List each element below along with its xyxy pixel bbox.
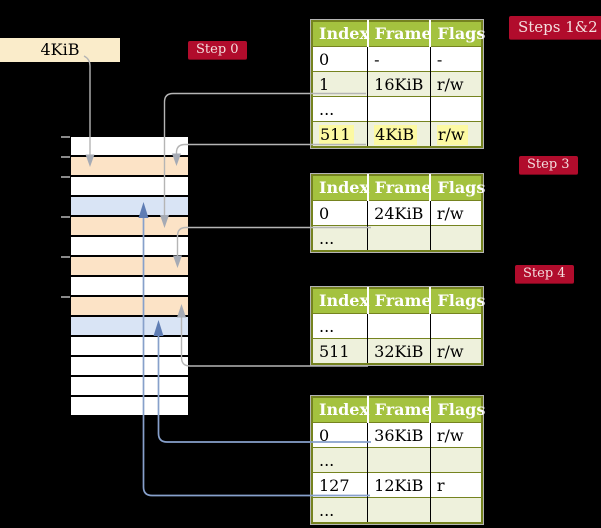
table-row: ... — [312, 313, 482, 339]
memory-tick — [61, 216, 70, 218]
cell-frame: 32KiB — [367, 338, 431, 364]
cell-flags — [430, 497, 482, 523]
memory-tick — [61, 156, 70, 158]
badge-steps-1-2: Steps 1&2 — [509, 16, 601, 40]
memory-tick — [61, 296, 70, 298]
col-header-flags: Flags — [430, 397, 485, 423]
col-header-index: Index — [312, 288, 369, 314]
col-header-flags: Flags — [430, 21, 485, 47]
col-header-frame: Frame — [367, 21, 432, 47]
memory-row — [71, 255, 188, 275]
table-row: 0 24KiB r/w — [312, 200, 482, 226]
table-row-highlighted: 511 4KiB r/w — [312, 121, 482, 147]
memory-row — [71, 215, 188, 235]
cell-flags: r — [430, 472, 482, 498]
memory-row — [71, 315, 188, 335]
table-header-row: Index Frame Flags — [312, 175, 485, 201]
table-row: 511 32KiB r/w — [312, 338, 482, 364]
cell-flags — [430, 447, 482, 473]
cell-frame — [367, 96, 431, 122]
cell-index: 0 — [312, 46, 369, 72]
col-header-frame: Frame — [367, 397, 432, 423]
col-header-flags: Flags — [430, 288, 485, 314]
cell-index: ... — [312, 447, 369, 473]
cell-flags: r/w — [430, 121, 482, 147]
col-header-frame: Frame — [367, 288, 432, 314]
memory-row — [71, 235, 188, 255]
table-header-row: Index Frame Flags — [312, 288, 485, 314]
cell-frame — [367, 447, 431, 473]
highlighted-value: 511 — [319, 124, 354, 145]
cell-index: ... — [312, 225, 369, 251]
cell-frame: 24KiB — [367, 200, 431, 226]
cell-flags — [430, 313, 482, 339]
memory-tick — [61, 176, 70, 178]
badge-step-0: Step 0 — [188, 41, 247, 60]
table-row: 127 12KiB r — [312, 472, 482, 498]
cell-frame — [367, 225, 431, 251]
col-header-frame: Frame — [367, 175, 432, 201]
highlighted-value: r/w — [436, 124, 468, 145]
cell-index: ... — [312, 497, 369, 523]
cell-flags: r/w — [430, 422, 482, 448]
table-row: ... — [312, 497, 482, 523]
table-row: ... — [312, 447, 482, 473]
table-header-row: Index Frame Flags — [312, 21, 485, 47]
col-header-flags: Flags — [430, 175, 485, 201]
memory-row — [71, 375, 188, 395]
table-row: 1 16KiB r/w — [312, 71, 482, 97]
cell-index: 511 — [312, 121, 369, 147]
cell-flags — [430, 96, 482, 122]
memory-tick — [61, 256, 70, 258]
page-table-1: Index Frame Flags 0 - - 1 16KiB r/w ... … — [310, 19, 485, 149]
memory-row — [71, 395, 188, 415]
memory-row — [71, 355, 188, 375]
cell-frame — [367, 497, 431, 523]
cell-flags: r/w — [430, 338, 482, 364]
cell-frame — [367, 313, 431, 339]
cell-frame: 4KiB — [367, 121, 431, 147]
memory-row — [71, 175, 188, 195]
cell-frame: - — [367, 46, 431, 72]
table-row: 0 36KiB r/w — [312, 422, 482, 448]
page-table-4: Index Frame Flags 0 36KiB r/w ... 127 12… — [310, 395, 485, 525]
cell-frame: 36KiB — [367, 422, 431, 448]
table-row: ... — [312, 225, 482, 251]
cell-flags: r/w — [430, 200, 482, 226]
memory-row — [71, 155, 188, 175]
cell-index: ... — [312, 96, 369, 122]
table-row: ... — [312, 96, 482, 122]
cell-index: 127 — [312, 472, 369, 498]
col-header-index: Index — [312, 397, 369, 423]
cell-frame: 16KiB — [367, 71, 431, 97]
cell-index: 0 — [312, 200, 369, 226]
cell-index: 0 — [312, 422, 369, 448]
memory-row — [71, 295, 188, 315]
cell-index: ... — [312, 313, 369, 339]
memory-row — [71, 275, 188, 295]
frame-address-box: 4KiB — [0, 38, 120, 62]
page-table-2: Index Frame Flags 0 24KiB r/w ... — [310, 173, 485, 253]
page-table-3: Index Frame Flags ... 511 32KiB r/w — [310, 286, 485, 366]
cell-index: 511 — [312, 338, 369, 364]
col-header-index: Index — [312, 21, 369, 47]
memory-row — [71, 135, 188, 155]
table-header-row: Index Frame Flags — [312, 397, 485, 423]
memory-tick — [61, 136, 70, 138]
cell-flags: r/w — [430, 71, 482, 97]
cell-flags — [430, 225, 482, 251]
table-row: 0 - - — [312, 46, 482, 72]
highlighted-value: 4KiB — [374, 124, 418, 145]
cell-frame: 12KiB — [367, 472, 431, 498]
badge-step-4: Step 4 — [515, 265, 574, 284]
cell-index: 1 — [312, 71, 369, 97]
cell-flags: - — [430, 46, 482, 72]
col-header-index: Index — [312, 175, 369, 201]
memory-row — [71, 335, 188, 355]
badge-step-3: Step 3 — [519, 156, 578, 175]
memory-row — [71, 195, 188, 215]
